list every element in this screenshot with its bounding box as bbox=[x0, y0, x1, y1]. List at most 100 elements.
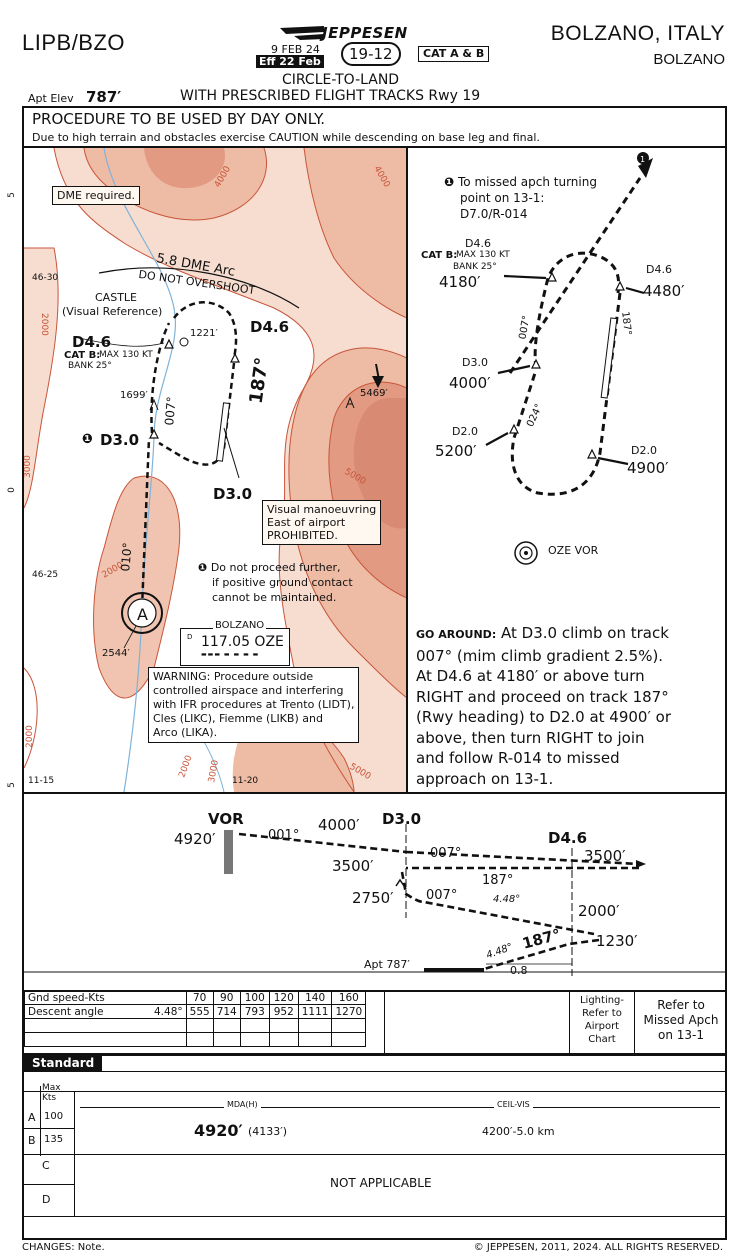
go-around-line5: (Rwy heading) to D2.0 at 4900′ or bbox=[416, 708, 671, 726]
go-around-line6: above, then turn RIGHT to join bbox=[416, 728, 645, 747]
refer-cell: Refer to Missed Apch on 13-1 bbox=[635, 990, 727, 1053]
bank-left: BANK 25° bbox=[68, 361, 112, 371]
rate-714: 714 bbox=[212, 1004, 241, 1019]
profile-alt-2750: 2750′ bbox=[352, 889, 394, 907]
go-around-line8: approach on 13-1. bbox=[416, 769, 554, 788]
note-line3: cannot be maintained. bbox=[212, 591, 337, 604]
chart-date: 9 FEB 24 bbox=[271, 43, 320, 56]
notice-title: PROCEDURE TO BE USED BY DAY ONLY. bbox=[32, 110, 325, 128]
gnd-speed-label: Gnd speed-Kts bbox=[24, 990, 151, 1005]
profile-alt-1230: 1230′ bbox=[596, 932, 638, 950]
dme-required-box: DME required. bbox=[52, 186, 140, 205]
scale-0: 0 bbox=[6, 487, 17, 493]
cat-a: A bbox=[28, 1111, 36, 1124]
speed-100: 100 bbox=[239, 990, 270, 1005]
missed-alt-5200: 5200′ bbox=[435, 442, 477, 460]
navaid-name: BOLZANO bbox=[213, 620, 267, 631]
fix-d46-right bbox=[230, 352, 240, 363]
profile-vor: VOR bbox=[208, 810, 244, 828]
cat-b-kts: 135 bbox=[44, 1134, 64, 1145]
notice-text: Due to high terrain and obstacles exerci… bbox=[32, 131, 540, 144]
lon-11-20: 11-20 bbox=[232, 776, 259, 786]
lighting-line2: Refer to bbox=[582, 1008, 622, 1019]
speed-120: 120 bbox=[268, 990, 299, 1005]
lighting-line3: Airport bbox=[584, 1021, 620, 1032]
profile-track-007a: 007° bbox=[430, 846, 462, 861]
rate-1111: 1111 bbox=[297, 1004, 333, 1019]
missed-alt-4000: 4000′ bbox=[449, 374, 491, 392]
max-kts-label: Max Kts bbox=[42, 1083, 61, 1103]
missed-fix-d46-right bbox=[615, 280, 625, 291]
missed-d20-left: D2.0 bbox=[452, 425, 478, 438]
apt-elev-label: Apt Elev bbox=[28, 92, 74, 105]
missed-d30: D3.0 bbox=[462, 356, 488, 369]
speed-70: 70 bbox=[185, 990, 214, 1005]
procedure-title-1: CIRCLE-TO-LAND bbox=[282, 72, 400, 88]
ceil-vis-label: CEIL-VIS bbox=[494, 1100, 533, 1109]
speed-table: Gnd speed-Kts 70 90 100 120 140 160 Desc… bbox=[22, 990, 727, 1055]
d46-right-label: D4.6 bbox=[250, 318, 290, 336]
missed-d20-right: D2.0 bbox=[631, 444, 657, 457]
copyright: © JEPPESEN, 2011, 2024. ALL RIGHTS RESER… bbox=[473, 1242, 723, 1253]
castle-label: CASTLE bbox=[95, 291, 137, 304]
missed-note: ❶ To missed apch turning point on 13-1: … bbox=[444, 174, 597, 222]
svg-text:3000: 3000 bbox=[207, 759, 221, 784]
profile-alt-3500-left: 3500′ bbox=[332, 857, 374, 875]
refer-line1: Refer to bbox=[657, 998, 705, 1012]
mda-height: (4133′) bbox=[248, 1125, 288, 1138]
lat-46-30: 46-30 bbox=[32, 273, 59, 283]
refer-line2: Missed Apch bbox=[643, 1013, 719, 1027]
missed-fix-d20-left bbox=[509, 423, 519, 434]
missed-cat-b: CAT B: bbox=[421, 250, 458, 261]
go-around-line3: At D4.6 at 4180′ or above turn bbox=[416, 667, 645, 685]
go-around-label: GO AROUND: bbox=[416, 628, 497, 641]
warning-line5: Arco (LIKA). bbox=[153, 726, 218, 739]
plan-view-map: A 4000 2000 3000 2000 2000 2000 5000 500… bbox=[24, 148, 407, 792]
missed-fix-d46-left bbox=[547, 271, 557, 282]
go-around-line2: 007° (mim climb gradient 2.5%). bbox=[416, 646, 664, 665]
speed-160: 160 bbox=[331, 990, 367, 1005]
warning-line1: WARNING: Procedure outside bbox=[153, 670, 314, 683]
missed-alt-4480: 4480′ bbox=[643, 282, 685, 300]
missed-alt-4900: 4900′ bbox=[627, 459, 669, 477]
lighting-line1: Lighting- bbox=[579, 995, 625, 1006]
rate-952: 952 bbox=[268, 1004, 299, 1019]
plan-divider bbox=[406, 148, 408, 792]
note-line2: if positive ground contact bbox=[212, 576, 353, 589]
rate-793: 793 bbox=[239, 1004, 270, 1019]
cat-d: D bbox=[42, 1193, 51, 1206]
visual-manoeuvring-line3: PROHIBITED. bbox=[267, 529, 338, 542]
oze-vor-label: OZE VOR bbox=[548, 544, 599, 557]
missed-note-line3: D7.0/R-014 bbox=[460, 207, 528, 221]
note-marker: ❶ bbox=[198, 561, 208, 574]
missed-fix-d20-right bbox=[587, 448, 597, 459]
airport-code: LIPB/BZO bbox=[22, 30, 126, 55]
apt-elev-value: 787′ bbox=[86, 88, 122, 106]
effective-date: Eff 22 Feb bbox=[256, 55, 324, 68]
profile-d46: D4.6 bbox=[548, 829, 588, 847]
notice-box: PROCEDURE TO BE USED BY DAY ONLY. Due to… bbox=[22, 106, 727, 148]
chart-category: CAT A & B bbox=[418, 46, 490, 62]
go-around-line4: RIGHT and proceed on track 187° bbox=[416, 687, 669, 706]
svg-text:1: 1 bbox=[640, 155, 645, 164]
profile-gradient-448a: 4.48° bbox=[493, 894, 521, 905]
lat-46-25: 46-25 bbox=[32, 570, 59, 580]
svg-text:2000: 2000 bbox=[177, 754, 194, 779]
missed-d46-left: D4.6 bbox=[465, 237, 491, 250]
ceil-vis-value: 4200′-5.0 km bbox=[482, 1125, 555, 1138]
visual-manoeuvring-line1: Visual manoeuvring bbox=[267, 503, 377, 516]
missed-note-marker: ❶ bbox=[444, 175, 455, 189]
d30-marker-left: ❶ bbox=[82, 432, 94, 447]
airport-name: BOLZANO bbox=[653, 51, 725, 68]
navaid-freq: 117.05 OZE bbox=[201, 634, 284, 650]
warning-box: WARNING: Procedure outside controlled ai… bbox=[148, 667, 360, 743]
chart-number: 19-12 bbox=[341, 42, 401, 66]
missed-note-line1: To missed apch turning bbox=[458, 175, 597, 189]
svg-text:3000: 3000 bbox=[24, 455, 33, 478]
rate-1270: 1270 bbox=[331, 1004, 367, 1019]
profile-alt-2000: 2000′ bbox=[578, 902, 620, 920]
lighting-cell: Lighting- Refer to Airport Chart bbox=[569, 990, 635, 1053]
missed-max-kt: MAX 130 KT bbox=[456, 250, 510, 260]
warning-line3: with IFR procedures at Trento (LIDT), bbox=[153, 698, 355, 711]
missed-approach-diagram: 1 bbox=[408, 148, 725, 618]
